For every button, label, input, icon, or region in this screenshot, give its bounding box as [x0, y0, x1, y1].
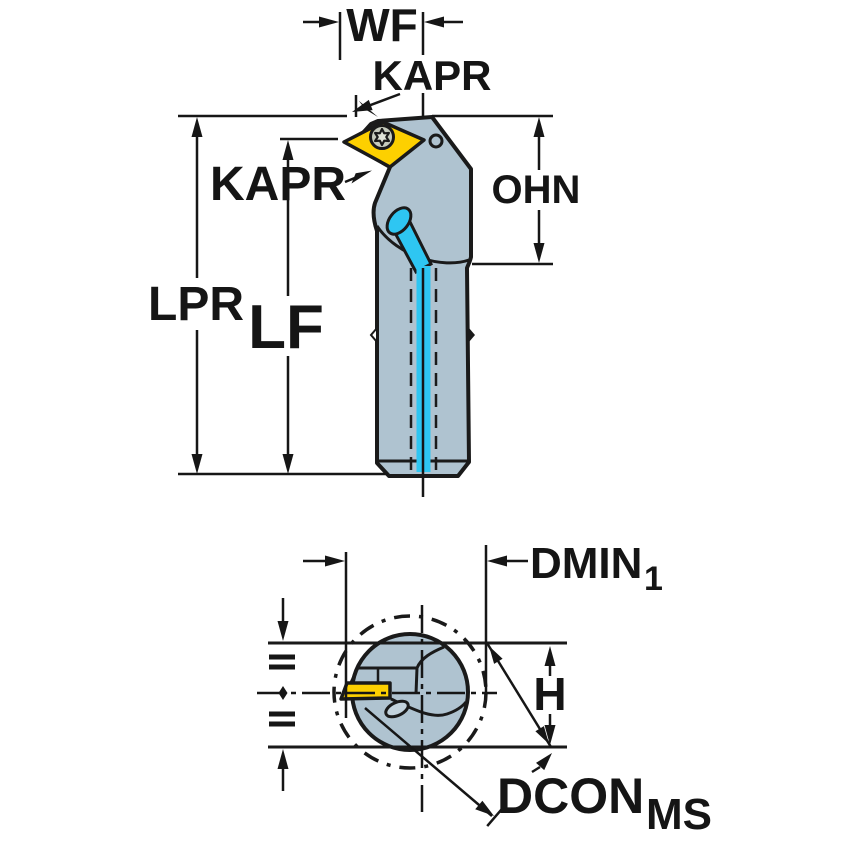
- lpr-arrowhead-top: [191, 117, 203, 137]
- torx-star-icon: [374, 127, 390, 147]
- left-notch: [369, 325, 378, 345]
- label-dcon: DCON: [497, 768, 644, 824]
- kapr-upper-arrowhead2: [358, 100, 378, 117]
- label-ohn: OHN: [492, 168, 581, 212]
- label-dmin-sub: 1: [644, 560, 663, 598]
- kapr-lower-arrowhead: [351, 170, 372, 184]
- pocket-sweep-curve: [390, 697, 468, 717]
- dimension-lpr: LPR: [148, 117, 244, 474]
- label-lpr: LPR: [148, 278, 244, 331]
- insert-end-view: [339, 681, 392, 701]
- pocket-center-edge: [414, 667, 419, 695]
- dcon-leader-stem: [531, 765, 541, 774]
- dcon-lower-diagonal: [364, 707, 493, 817]
- dcon-diagonal: [485, 642, 553, 748]
- coolant-exit-hole: [384, 699, 410, 719]
- lf-arrowhead-top: [282, 140, 294, 160]
- h-arrowhead-top: [544, 646, 556, 666]
- dimension-lf: LF: [248, 140, 324, 474]
- h-arrowhead-bottom: [544, 725, 556, 745]
- lpr-arrowhead-bottom: [191, 454, 203, 474]
- symmetry-marks: [269, 598, 295, 791]
- side-view-tool: [342, 115, 475, 497]
- dimension-kapr-upper: KAPR: [352, 52, 492, 117]
- label-wf: WF: [346, 0, 418, 51]
- pocket-left-edge: [349, 668, 359, 683]
- dimension-dcon: DCON MS: [364, 707, 712, 839]
- label-lf: LF: [248, 293, 324, 362]
- ohn-arrowhead-top: [533, 117, 545, 137]
- dcon-lower-arrowhead: [475, 800, 494, 816]
- side-view-dimensions: WF KAPR KAPR LPR LF: [148, 0, 581, 476]
- dimension-kapr-lower: KAPR: [210, 158, 372, 211]
- right-notch: [469, 328, 475, 342]
- lf-arrowhead-bottom: [282, 454, 294, 474]
- label-h: H: [533, 668, 566, 720]
- dcon-end-tick: [486, 807, 504, 827]
- dcon-diagonal-arrow-top: [489, 646, 503, 664]
- wf-arrowhead-left: [319, 16, 339, 28]
- dimension-h: H: [533, 646, 567, 745]
- wf-arrowhead-right: [424, 16, 444, 28]
- lower-up-arrowhead: [277, 749, 289, 769]
- label-dcon-sub: MS: [646, 790, 712, 839]
- dcon-leader-arrowhead: [536, 753, 552, 771]
- dcon-diagonal-arrow-bottom: [535, 726, 549, 744]
- ohn-arrowhead-bottom: [533, 243, 545, 263]
- pocket-curve-top: [415, 645, 445, 669]
- dimension-ohn: OHN: [472, 117, 581, 266]
- center-diamond-mark: [278, 686, 288, 700]
- dmin-arrowhead: [487, 555, 507, 567]
- pin-hole: [428, 133, 444, 149]
- label-dmin: DMIN: [530, 539, 642, 588]
- end-view-dimensions: DMIN 1 H: [269, 539, 712, 839]
- upper-down-arrowhead: [277, 621, 289, 641]
- label-kapr-lower: KAPR: [210, 158, 346, 211]
- dimension-wf: WF: [303, 0, 463, 117]
- label-kapr-upper: KAPR: [372, 52, 491, 99]
- coolant-inlet: [385, 206, 413, 236]
- dimension-dmin: DMIN 1: [484, 539, 663, 695]
- left-arrowhead: [325, 555, 345, 567]
